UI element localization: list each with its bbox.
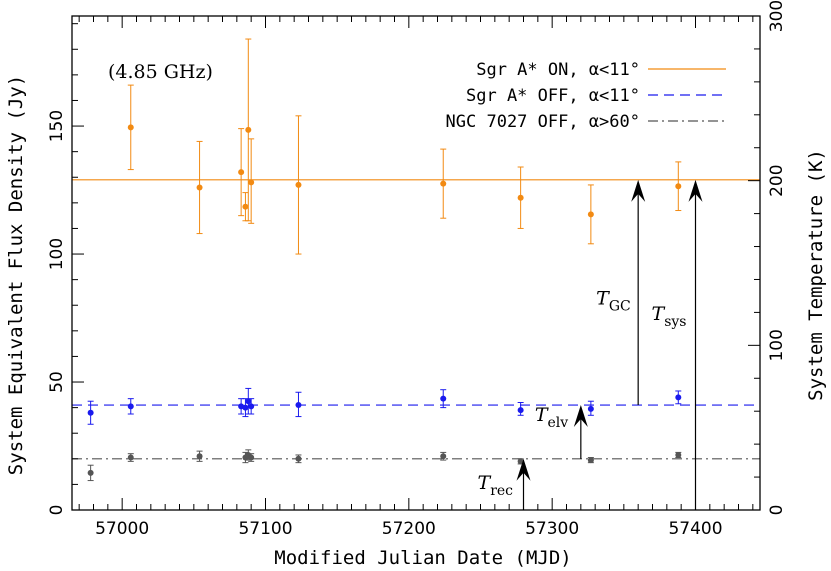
series-2-point (587, 457, 594, 464)
y-tick-label: 0 (47, 505, 67, 516)
y2-tick-label: 200 (767, 164, 787, 196)
plot-frame (71, 15, 761, 511)
x-axis-title: Modified Julian Date (MJD) (274, 547, 571, 569)
series-0-point (238, 169, 245, 176)
series-0-point (295, 181, 302, 188)
x-tick-label: 57100 (238, 519, 292, 539)
series-2-point (517, 458, 524, 465)
series-0-point (196, 184, 203, 191)
arrow-T-GC-label: TGC (596, 287, 631, 314)
series-2-point (248, 454, 255, 461)
arrow-T-sys-label: Tsys (652, 303, 687, 330)
arrow-T-rec-head (516, 458, 531, 481)
series-1-point (440, 395, 447, 402)
series-2-point (440, 453, 447, 460)
x-tick-label: 57200 (382, 519, 436, 539)
arrow-T-GC-head (631, 179, 646, 202)
series-0-point (127, 124, 134, 131)
series-2-point (196, 453, 203, 460)
right-y-axis-title: System Temperature (K) (805, 149, 827, 401)
series-0-point (587, 211, 594, 218)
series-0-point (517, 194, 524, 201)
series-2-point (675, 451, 682, 458)
series-1-point (295, 402, 302, 409)
axes-layer: 57000 57100 57200 57300 57400 0 50 100 150 0 100 20… (47, 0, 787, 539)
plot-layer: Trec Telv TGC Tsys Sgr A* ON, α<11° Sgr A* OF… (72, 38, 760, 510)
series-2-point (127, 454, 134, 461)
y-tick-label: 100 (47, 238, 67, 270)
series-1-point (87, 409, 94, 416)
x-tick-label: 57300 (525, 519, 579, 539)
frequency-annotation: (4.85 GHz) (108, 61, 213, 83)
arrow-T-rec-label: Trec (478, 472, 514, 499)
legend-label-1: Sgr A* OFF, α<11° (466, 86, 640, 106)
series-1-point (242, 404, 249, 411)
series-1-point (587, 405, 594, 412)
legend-label-2: NGC 7027 OFF, α>60° (446, 112, 640, 132)
series-0-point (675, 183, 682, 190)
series-1-point (127, 403, 134, 410)
arrow-T-elv-label: Telv (535, 404, 568, 431)
series-2-point (87, 469, 94, 476)
y2-tick-label: 100 (767, 329, 787, 361)
y-tick-label: 50 (47, 371, 67, 393)
y2-tick-label: 0 (767, 505, 787, 516)
legend-label-0: Sgr A* ON, α<11° (476, 60, 640, 80)
arrow-T-sys-head (688, 179, 703, 202)
series-0-point (248, 179, 255, 186)
series-0-point (440, 180, 447, 187)
series-0-point (242, 203, 249, 210)
series-1-point (245, 398, 252, 405)
y-axis-title: System Equivalent Flux Density (Jy) (5, 75, 27, 475)
series-2-point (295, 455, 302, 462)
series-0-point (245, 126, 252, 133)
arrow-T-elv-head (573, 405, 588, 428)
series-1-point (675, 394, 682, 401)
x-tick-label: 57000 (95, 519, 149, 539)
y-tick-label: 150 (47, 110, 67, 142)
series-1-point (517, 407, 524, 414)
y2-tick-label: 300 (767, 0, 787, 32)
x-tick-label: 57400 (668, 519, 722, 539)
series-1-point (248, 403, 255, 410)
